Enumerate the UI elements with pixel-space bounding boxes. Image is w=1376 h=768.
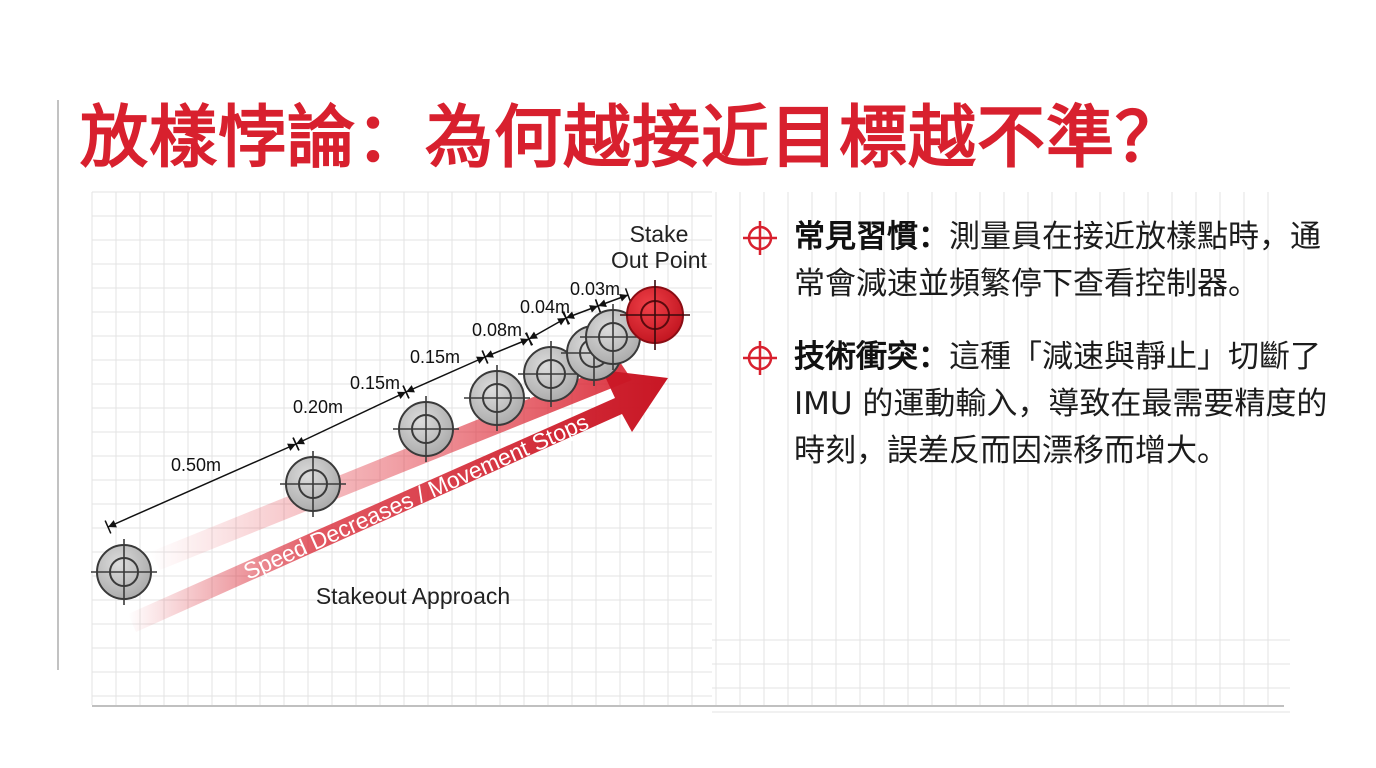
target-label-line2: Out Point — [611, 247, 707, 273]
distance-label: 0.15m — [350, 373, 400, 393]
bullet-text: 技術衝突：這種「減速與靜止」切斷了 IMU 的運動輸入，導致在最需要精度的時刻，… — [794, 334, 1342, 475]
approach-label: Stakeout Approach — [316, 583, 510, 609]
bullet-habit: 常見習慣：測量員在接近放樣點時，通常會減速並頻繁停下查看控制器。 — [742, 214, 1342, 308]
bullet-list: 常見習慣：測量員在接近放樣點時，通常會減速並頻繁停下查看控制器。 技術衝突：這種… — [742, 214, 1342, 501]
approach-marker — [280, 451, 346, 517]
distance-label: 0.20m — [293, 397, 343, 417]
approach-markers — [91, 280, 690, 605]
distance-label: 0.03m — [570, 279, 620, 299]
distance-dimension: 0.04m — [520, 297, 602, 325]
crosshair-icon — [743, 221, 777, 255]
bullet-body: 測量員在接近放樣點時，通常會減速並頻繁停下查看控制器。 — [794, 219, 1321, 302]
distance-label: 0.08m — [472, 320, 522, 340]
stake-out-point-marker — [620, 280, 690, 350]
distance-label: 0.04m — [520, 297, 570, 317]
bullet-heading: 技術衝突： — [794, 339, 949, 375]
approach-marker — [91, 539, 157, 605]
distance-dimension: 0.03m — [570, 279, 632, 313]
distance-dimension: 0.15m — [410, 332, 533, 367]
bullet-text: 常見習慣：測量員在接近放樣點時，通常會減速並頻繁停下查看控制器。 — [794, 214, 1342, 308]
distance-dimension: 0.08m — [472, 311, 571, 346]
distance-dimension: 0.50m — [104, 437, 300, 534]
approach-marker — [393, 396, 459, 462]
crosshair-icon — [743, 341, 777, 375]
approach-marker — [464, 365, 530, 431]
page-title: 放樣悖論：為何越接近目標越不準？ — [80, 99, 1185, 178]
distance-label: 0.50m — [171, 455, 221, 475]
distance-dimension: 0.15m — [350, 350, 489, 399]
distance-dimension: 0.20m — [292, 385, 410, 451]
target-label-line1: Stake — [630, 221, 689, 247]
speed-arrow — [128, 370, 668, 632]
bullet-heading: 常見習慣： — [794, 219, 949, 255]
background-grid — [57, 100, 1290, 713]
bullet-conflict: 技術衝突：這種「減速與靜止」切斷了 IMU 的運動輸入，導致在最需要精度的時刻，… — [742, 334, 1342, 475]
distance-label: 0.15m — [410, 347, 460, 367]
bullet-body: 這種「減速與靜止」切斷了 IMU 的運動輸入，導致在最需要精度的時刻，誤差反而因… — [794, 339, 1328, 469]
